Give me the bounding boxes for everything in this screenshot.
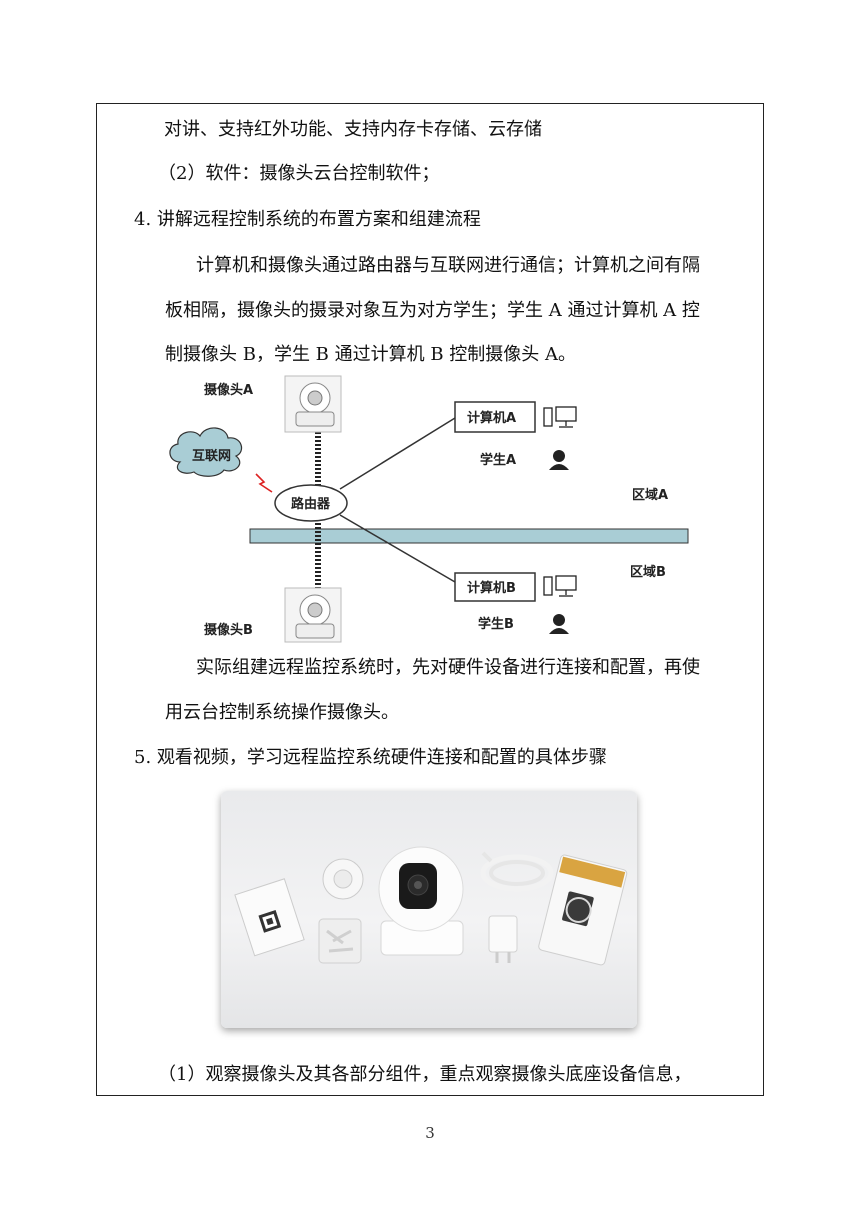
text-line: 对讲、支持红外功能、支持内存卡存储、云存储 xyxy=(164,119,542,140)
text-line: （1）观察摄像头及其各部分组件，重点观察摄像头底座设备信息， xyxy=(158,1064,692,1085)
camera-b-label: 摄像头B xyxy=(204,622,253,638)
student-a-label: 学生A xyxy=(480,452,516,468)
camera-a-icon xyxy=(284,375,342,433)
router-node xyxy=(274,484,348,522)
page-number: 3 xyxy=(425,1124,435,1142)
zone-a-label: 区域A xyxy=(632,487,668,503)
network-diagram: 摄像头A 摄像头B 互联网 路由器 计算机A 学生A 区域A 计算机B 学生B xyxy=(169,375,689,643)
computer-a-icon xyxy=(543,406,577,428)
table-cell-frame xyxy=(96,103,764,1096)
text-line: 实际组建远程监控系统时，先对硬件设备进行连接和配置，再使 xyxy=(196,657,700,678)
student-b-label: 学生B xyxy=(478,616,514,632)
computer-b-box xyxy=(454,572,536,602)
computer-b-icon xyxy=(543,575,577,597)
camera-a-label: 摄像头A xyxy=(204,382,253,398)
camera-b-icon xyxy=(284,587,342,643)
text-line: 板相隔，摄像头的摄录对象互为对方学生；学生 A 通过计算机 A 控 xyxy=(165,300,700,321)
computer-a-label: 计算机A xyxy=(467,410,516,426)
text-line: 制摄像头 B，学生 B 通过计算机 B 控制摄像头 A。 xyxy=(165,344,577,365)
camera-kit-photo xyxy=(221,791,637,1028)
student-b-icon xyxy=(549,614,569,634)
text-line: （2）软件：摄像头云台控制软件； xyxy=(158,163,440,184)
internet-label: 互联网 xyxy=(192,449,231,464)
list-item-4: 4. 讲解远程控制系统的布置方案和组建流程 xyxy=(134,209,481,230)
list-item-5: 5. 观看视频，学习远程监控系统硬件连接和配置的具体步骤 xyxy=(134,747,607,768)
text-line: 用云台控制系统操作摄像头。 xyxy=(165,702,399,723)
computer-b-label: 计算机B xyxy=(467,580,516,596)
student-a-icon xyxy=(549,450,569,470)
text-line: 计算机和摄像头通过路由器与互联网进行通信；计算机之间有隔 xyxy=(196,255,700,276)
computer-a-box xyxy=(454,401,536,433)
router-label: 路由器 xyxy=(291,496,331,512)
zone-b-label: 区域B xyxy=(630,564,666,580)
partition-board xyxy=(249,528,689,544)
internet-cloud-icon xyxy=(169,427,243,477)
camera-kit-illustration xyxy=(234,846,628,966)
